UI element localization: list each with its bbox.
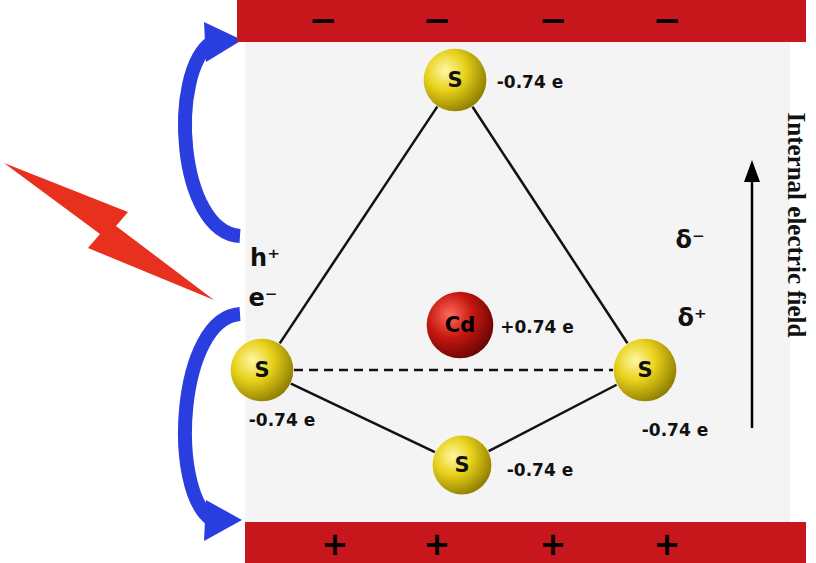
chemical-bond xyxy=(294,369,613,372)
sulfur-atom: S xyxy=(613,338,677,402)
charge-sign: − xyxy=(653,0,682,40)
chemical-bond xyxy=(473,107,628,343)
field-arrow xyxy=(751,178,754,428)
element-symbol: Cd xyxy=(445,313,475,337)
charge-sign: − xyxy=(309,0,338,40)
field-arrow-head xyxy=(744,160,760,182)
electron-label: e⁻ xyxy=(249,284,278,312)
sulfur-atom: S xyxy=(230,338,294,402)
charge-label: -0.74 e xyxy=(507,460,573,480)
hole-label: h⁺ xyxy=(250,244,280,272)
charge-label: -0.74 e xyxy=(642,420,708,440)
charge-label: -0.74 e xyxy=(249,410,315,430)
cadmium-atom: Cd xyxy=(426,291,494,359)
sulfur-atom: S xyxy=(432,435,492,495)
chemical-bond xyxy=(489,385,617,451)
chemical-bond xyxy=(280,107,438,344)
electron-arrow xyxy=(185,314,240,520)
polarity-label: δ⁻ xyxy=(675,226,704,254)
sulfur-atom: S xyxy=(423,48,487,112)
charge-sign: + xyxy=(654,525,681,563)
electron-arrow-head xyxy=(204,500,242,541)
positive-plate: + + + + xyxy=(245,522,806,563)
charge-sign: + xyxy=(322,525,349,563)
charge-label: -0.74 e xyxy=(497,72,563,92)
light-bolt xyxy=(4,163,214,300)
element-symbol: S xyxy=(447,68,462,92)
charge-sign: + xyxy=(424,525,451,563)
hole-arrow xyxy=(185,42,240,236)
charge-label: +0.74 e xyxy=(500,317,574,337)
element-symbol: S xyxy=(637,358,652,382)
crystal-panel xyxy=(245,40,790,524)
element-symbol: S xyxy=(254,358,269,382)
charge-sign: − xyxy=(423,0,452,40)
charge-sign: + xyxy=(540,525,567,563)
polarity-label: δ⁺ xyxy=(677,304,706,332)
axis-title: Internal electric field xyxy=(782,113,810,338)
negative-plate: −−−− xyxy=(237,0,806,42)
charge-sign: − xyxy=(539,0,568,40)
element-symbol: S xyxy=(454,453,469,477)
